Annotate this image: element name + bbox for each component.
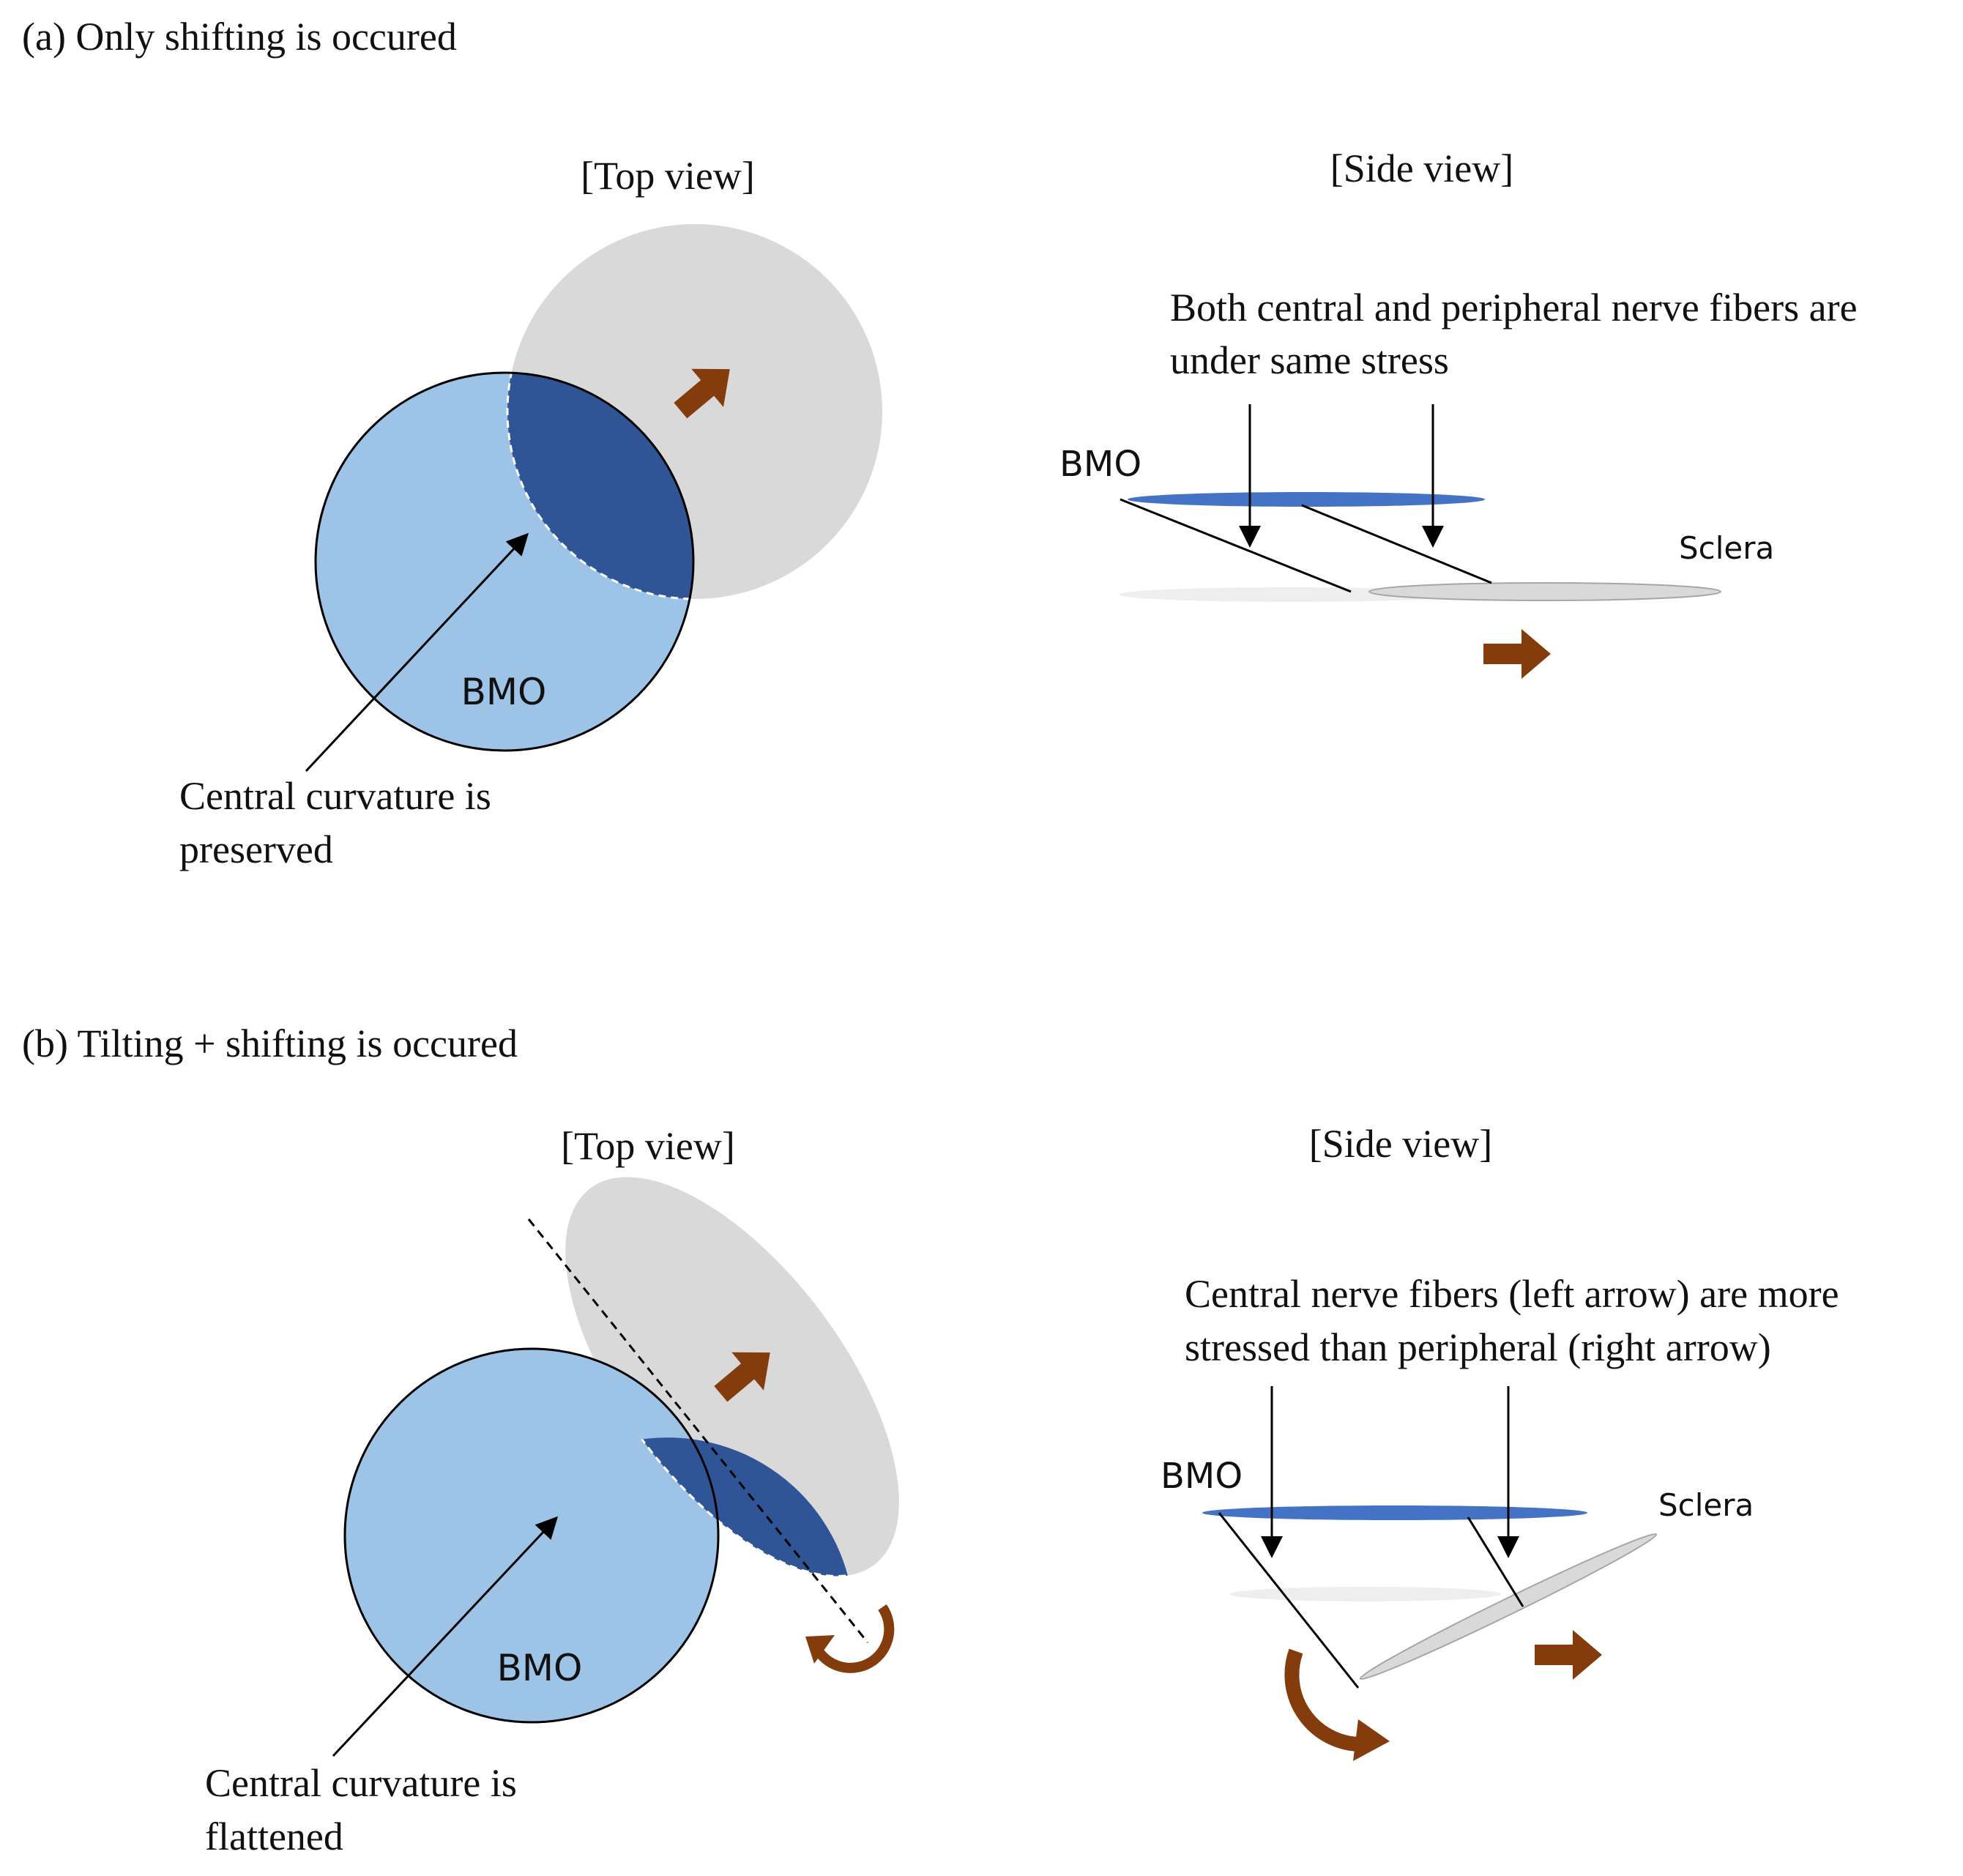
shift-arrow-icon [1535, 1630, 1602, 1680]
panel-b-top-view: [Top view] BMO Central curvature is flat… [205, 1124, 901, 1858]
bmo-label: BMO [461, 671, 547, 713]
shift-arrow-icon [714, 1352, 770, 1402]
nerve-fiber-peripheral [1301, 504, 1492, 584]
stress-note-line-2: stressed than peripheral (right arrow) [1185, 1325, 1771, 1369]
side-bmo-label: BMO [1059, 444, 1141, 485]
tilted-sclera-ellipse [1359, 1533, 1658, 1680]
panel-a-caption: (a) Only shifting is occured [22, 15, 457, 59]
original-sclera-ghost [1230, 1587, 1501, 1601]
rotation-arrow-icon [1284, 1648, 1365, 1752]
panel-b-top-view-heading: [Top view] [561, 1124, 735, 1168]
sclera-label: Sclera [1679, 530, 1774, 566]
overlap-boundary [506, 373, 693, 600]
panel-b: (b) Tilting + shifting is occured [Top v… [22, 1021, 1839, 1858]
shift-arrow-icon [674, 368, 730, 419]
bmo-circle [345, 1349, 718, 1722]
stress-note-line-1: Central nerve fibers (left arrow) are mo… [1185, 1272, 1839, 1316]
nerve-fiber-central [1120, 498, 1352, 593]
nerve-fiber-peripheral [1467, 1516, 1524, 1607]
panel-b-side-view-heading: [Side view] [1309, 1122, 1492, 1166]
panel-b-side-view: [Side view] Central nerve fibers (left a… [1161, 1122, 1839, 1761]
panel-a-top-view-heading: [Top view] [581, 154, 755, 198]
nerve-fiber-central [1218, 1512, 1360, 1689]
bmo-outline [314, 371, 695, 752]
side-bmo-ellipse [1202, 1505, 1587, 1520]
sclera-label: Sclera [1658, 1487, 1754, 1523]
side-bmo-label: BMO [1161, 1456, 1243, 1497]
panel-a: (a) Only shifting is occured [Top view] … [22, 15, 1858, 871]
panel-a-side-view: [Side view] Both central and peripheral … [1059, 146, 1858, 679]
panel-a-side-view-heading: [Side view] [1330, 146, 1513, 190]
sclera-ellipse [1368, 582, 1721, 601]
bmo-outline [343, 1347, 720, 1724]
stress-note-line-1: Both central and peripheral nerve fibers… [1170, 286, 1858, 330]
shift-arrow-icon [1483, 629, 1551, 679]
curvature-note-line-1: Central curvature is [179, 774, 491, 818]
side-bmo-ellipse [1128, 492, 1485, 507]
panel-b-caption: (b) Tilting + shifting is occured [22, 1021, 518, 1065]
pointer-arrow-icon [332, 1516, 559, 1757]
bmo-label: BMO [497, 1647, 583, 1689]
panel-a-top-view: [Top view] BMO Central curvature is pres… [179, 154, 882, 871]
pointer-arrow-icon [305, 532, 529, 773]
curvature-note-line-1: Central curvature is [205, 1761, 517, 1805]
rotation-arrow-icon [814, 1604, 895, 1673]
rotation-arrow-head [1353, 1719, 1390, 1761]
rotation-arrow-head [805, 1635, 835, 1664]
curvature-note-line-2: preserved [179, 827, 333, 871]
tilt-axis [527, 1218, 869, 1643]
overlap-region [507, 373, 693, 599]
stress-note-line-2: under same stress [1170, 338, 1449, 382]
curvature-note-line-2: flattened [205, 1814, 343, 1858]
